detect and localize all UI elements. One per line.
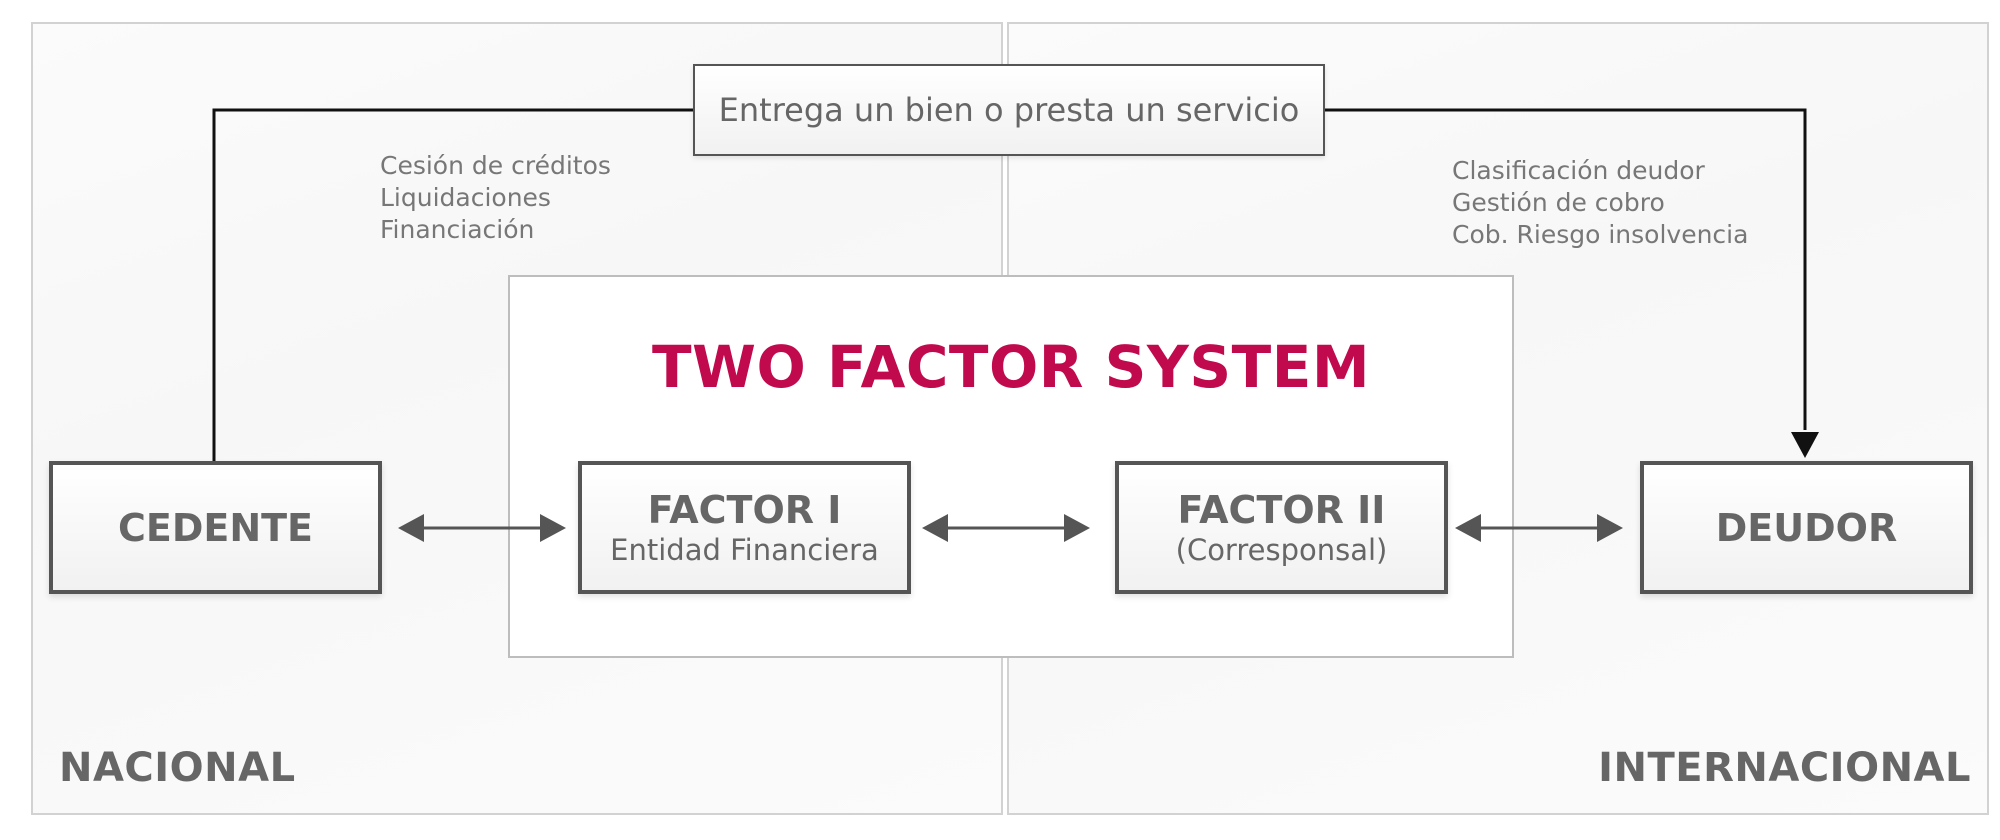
node-factor-1-subtitle: Entidad Financiera <box>610 532 879 567</box>
node-cedente-title: CEDENTE <box>117 505 314 550</box>
note-right-line: Clasificación deudor <box>1452 156 1705 185</box>
region-label-nacional: NACIONAL <box>59 745 296 791</box>
double-arrow-factor2-deudor <box>1455 514 1623 542</box>
note-left-line: Liquidaciones <box>380 183 551 212</box>
flow-line-cedente-to-box <box>212 108 693 461</box>
node-factor-2-title: FACTOR II <box>1177 487 1386 532</box>
note-left: Cesión de créditos Liquidaciones Financi… <box>380 150 611 246</box>
double-arrow-cedente-factor1 <box>398 514 566 542</box>
note-right-line: Cob. Riesgo insolvencia <box>1452 220 1749 249</box>
double-arrow-factor1-factor2 <box>922 514 1090 542</box>
note-right: Clasificación deudor Gestión de cobro Co… <box>1452 155 1748 251</box>
node-factor-2-subtitle: (Corresponsal) <box>1175 532 1388 567</box>
node-cedente: CEDENTE <box>49 461 382 594</box>
top-box-entrega: Entrega un bien o presta un servicio <box>693 64 1325 156</box>
region-label-internacional: INTERNACIONAL <box>1598 745 1971 791</box>
diagram-title: TWO FACTOR SYSTEM <box>651 333 1371 401</box>
node-factor-2: FACTOR II (Corresponsal) <box>1115 461 1448 594</box>
flow-line-box-to-deudor <box>1325 108 1807 430</box>
note-left-line: Financiación <box>380 215 535 244</box>
node-factor-1: FACTOR I Entidad Financiera <box>578 461 911 594</box>
note-left-line: Cesión de créditos <box>380 151 611 180</box>
note-right-line: Gestión de cobro <box>1452 188 1665 217</box>
node-factor-1-title: FACTOR I <box>647 487 842 532</box>
arrowhead-deudor <box>1791 432 1819 458</box>
node-deudor-title: DEUDOR <box>1715 505 1898 550</box>
two-factor-panel: TWO FACTOR SYSTEM <box>508 275 1514 658</box>
node-deudor: DEUDOR <box>1640 461 1973 594</box>
